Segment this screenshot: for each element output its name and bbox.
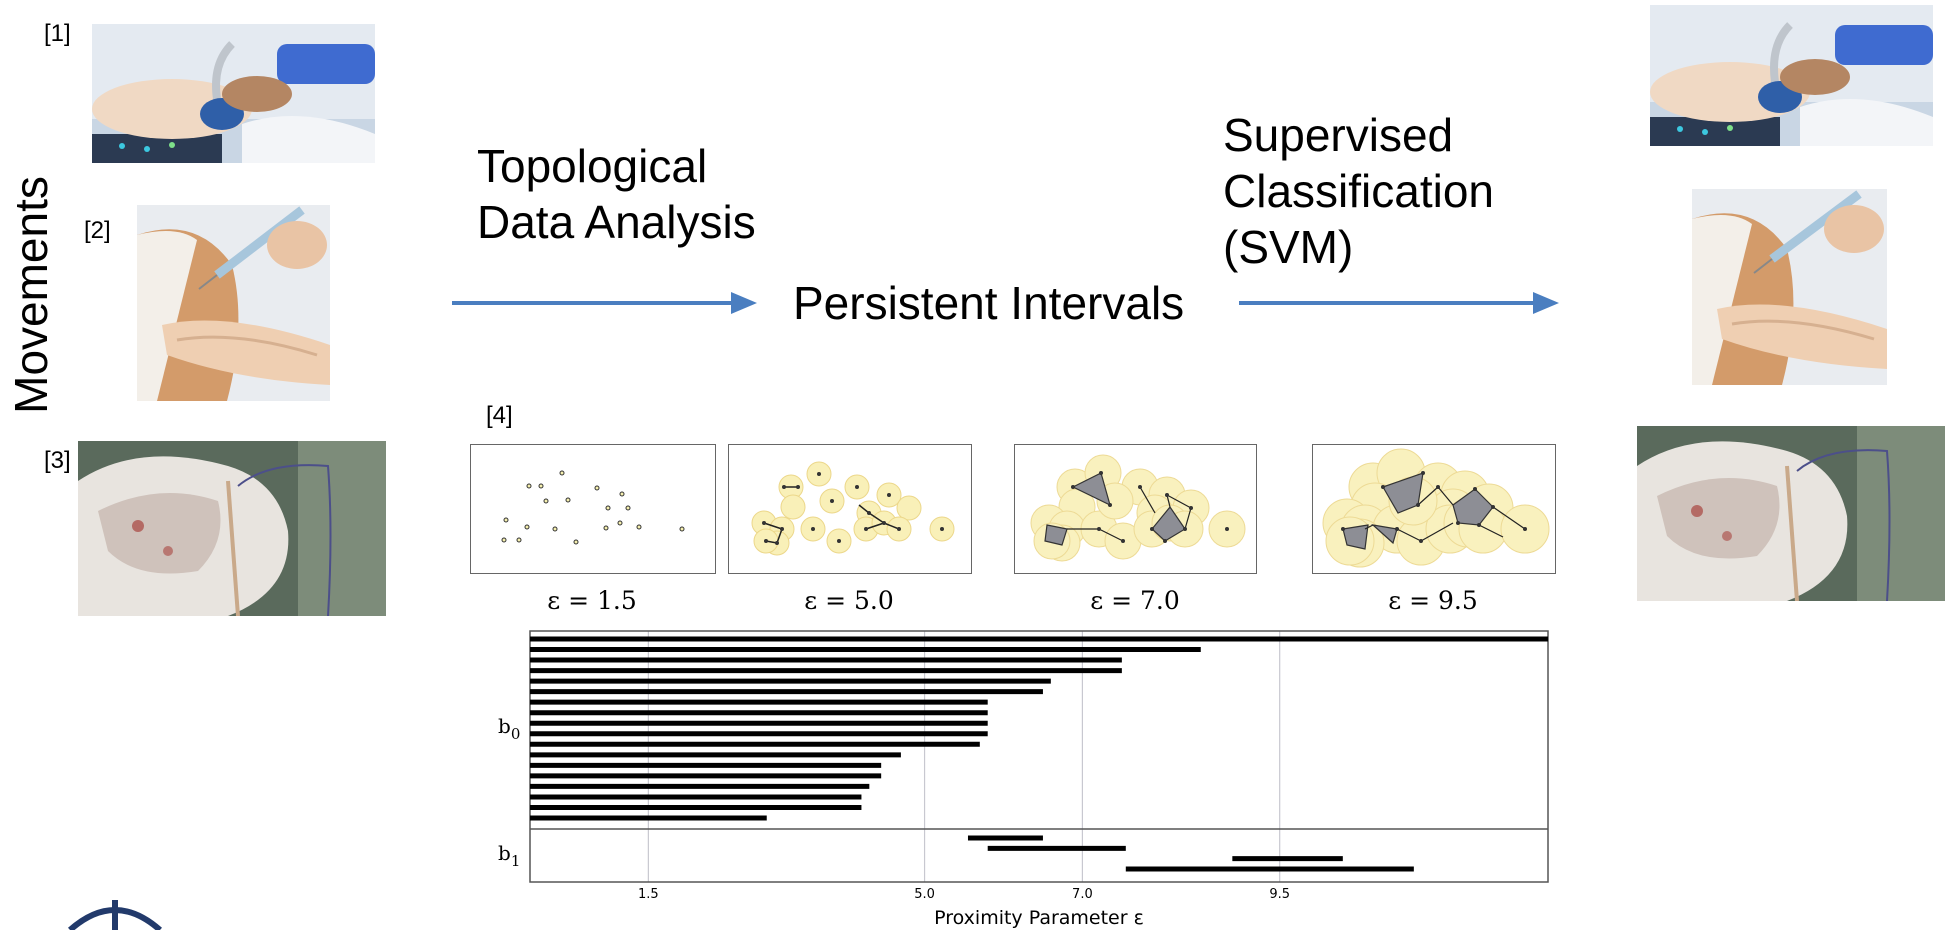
persistent-intervals-label: Persistent Intervals (793, 277, 1185, 329)
x-tick-label: 7.0 (1072, 887, 1093, 902)
filtration-panel-4 (1312, 444, 1556, 574)
eps-label-2: ε = 5.0 (804, 586, 894, 615)
svm-label: Supervised Classification (SVM) (1223, 107, 1494, 275)
ultrasound-photo-left (92, 24, 375, 163)
ultrasound-photo-right (1650, 5, 1933, 146)
ref-1: [1] (44, 20, 71, 47)
b0-label: b0 (498, 714, 520, 743)
injection-photo-left (137, 205, 330, 401)
filtration-panel-1 (470, 444, 716, 574)
tda-label: Topological Data Analysis (477, 138, 756, 250)
suturing-photo-right (1637, 426, 1945, 601)
ref-3: [3] (44, 447, 71, 474)
tda-label-line2: Data Analysis (477, 196, 756, 248)
b1-label: b1 (498, 841, 520, 870)
ref-2: [2] (84, 217, 111, 244)
svm-label-line3: (SVM) (1223, 221, 1354, 273)
logo-icon (68, 900, 162, 930)
filtration-panel-3 (1014, 444, 1257, 574)
tda-label-line1: Topological (477, 140, 708, 192)
suturing-photo-left (78, 441, 386, 616)
svm-label-line2: Classification (1223, 165, 1494, 217)
x-axis-label: Proximity Parameter ε (934, 907, 1144, 929)
filtration-panel-2 (728, 444, 972, 574)
movements-label: Movements (5, 176, 57, 414)
eps-label-4: ε = 9.5 (1388, 586, 1478, 615)
eps-label-3: ε = 7.0 (1090, 586, 1180, 615)
injection-photo-right (1692, 189, 1887, 385)
eps-label-1: ε = 1.5 (547, 586, 637, 615)
arrow-to-classification (1239, 292, 1559, 314)
arrow-to-intervals (452, 292, 757, 314)
x-tick-label: 1.5 (638, 887, 659, 902)
svm-label-line1: Supervised (1223, 109, 1454, 161)
x-tick-label: 9.5 (1269, 887, 1290, 902)
ref-4: [4] (486, 402, 513, 429)
x-tick-label: 5.0 (914, 887, 935, 902)
